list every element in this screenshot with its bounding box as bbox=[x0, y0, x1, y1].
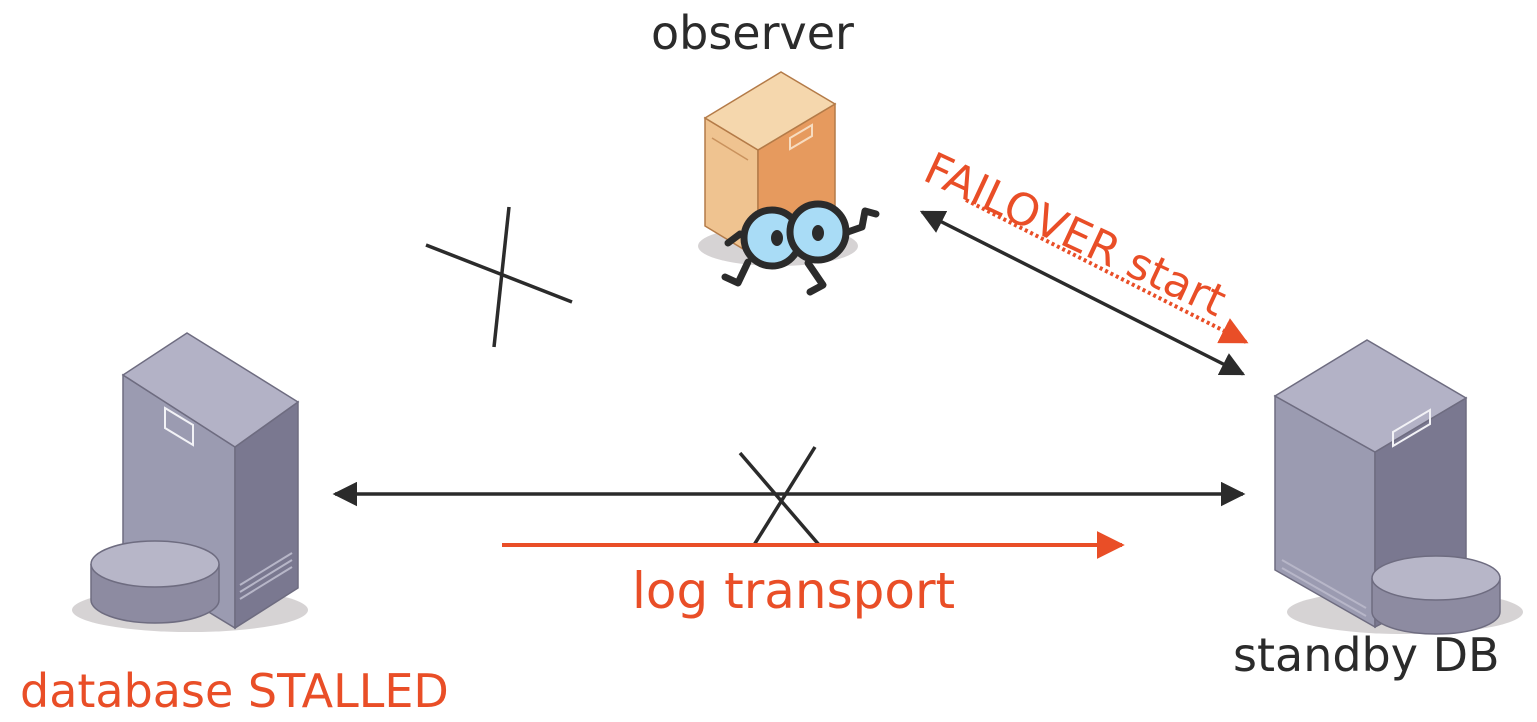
standby-db-label: standby DB bbox=[1233, 628, 1500, 682]
database-disk-icon bbox=[1371, 555, 1501, 635]
standby-server bbox=[1273, 339, 1523, 635]
observer-standby-link bbox=[919, 210, 1246, 376]
database-disk-icon bbox=[90, 540, 220, 624]
primary-db-label: database STALLED bbox=[20, 664, 449, 718]
primary-standby-link bbox=[332, 446, 1246, 548]
primary-server bbox=[72, 332, 308, 632]
primary-observer-link-broken bbox=[425, 206, 573, 348]
broken-link-icon bbox=[425, 206, 573, 348]
broken-link-icon bbox=[738, 446, 822, 548]
observer-node bbox=[698, 71, 880, 296]
failover-arrow bbox=[965, 198, 1249, 344]
observer-label: observer bbox=[651, 6, 854, 60]
log-transport-label: log transport bbox=[632, 562, 956, 620]
observer-eyes-icon bbox=[721, 200, 880, 296]
